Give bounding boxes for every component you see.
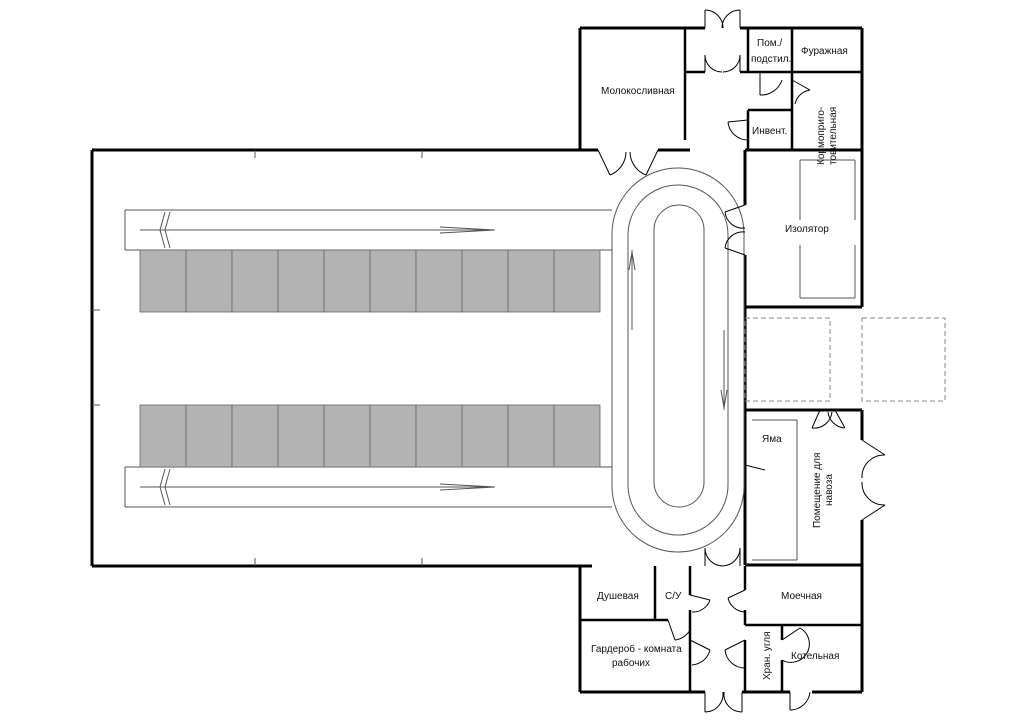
stall-1-1 bbox=[139, 249, 187, 313]
room-wardrobe-label: Гардероб - комната bbox=[591, 643, 682, 655]
door-top-entrance bbox=[704, 9, 724, 29]
room-manure-label-2: навоза bbox=[824, 474, 835, 506]
room-isolator-label: Изолятор bbox=[785, 224, 829, 235]
door-milk-room bbox=[597, 149, 627, 176]
stall-2-1 bbox=[139, 404, 187, 468]
stall-2-9 bbox=[507, 404, 555, 468]
stall-1-9 bbox=[507, 249, 555, 313]
stall-1-7 bbox=[415, 249, 463, 313]
stall-row-bottom bbox=[139, 404, 601, 468]
stall-2-2 bbox=[185, 404, 233, 468]
outer-walls bbox=[90, 26, 864, 694]
stall-2-10 bbox=[553, 404, 601, 468]
stall-2-8 bbox=[461, 404, 509, 468]
room-pit-label: Яма bbox=[762, 434, 782, 445]
room-shower-label: Душевая bbox=[597, 591, 639, 602]
stall-1-8 bbox=[461, 249, 509, 313]
interior-walls bbox=[580, 28, 862, 692]
dashed-outline bbox=[744, 317, 946, 402]
room-wardrobe-label-2: рабочих bbox=[612, 657, 650, 669]
room-fodder-label: Фуражная bbox=[801, 46, 848, 57]
room-inventory-label: Инвент. bbox=[752, 126, 787, 137]
room-litter-label: Пом./ bbox=[757, 38, 782, 49]
stall-2-5 bbox=[323, 404, 371, 468]
room-feedprep-label: Кормоприго- bbox=[816, 107, 827, 165]
room-wc-label: С/У bbox=[665, 591, 682, 602]
stall-1-3 bbox=[231, 249, 279, 313]
thin-lines bbox=[92, 150, 856, 566]
room-boiler-label: Котельная bbox=[791, 651, 839, 662]
doors bbox=[597, 9, 886, 713]
stall-2-3 bbox=[231, 404, 279, 468]
stall-1-10 bbox=[553, 249, 601, 313]
loop-conveyor bbox=[611, 167, 745, 553]
room-manure-label: Помещение для bbox=[812, 453, 823, 528]
stall-2-7 bbox=[415, 404, 463, 468]
stall-1-5 bbox=[323, 249, 371, 313]
room-feedprep-label-2: товительная bbox=[828, 107, 839, 165]
stall-1-2 bbox=[185, 249, 233, 313]
stall-2-6 bbox=[369, 404, 417, 468]
stall-row-top bbox=[139, 249, 601, 313]
room-coal-label: Хран. угля bbox=[762, 631, 773, 680]
room-washing-label: Моечная bbox=[781, 591, 822, 602]
stall-1-4 bbox=[277, 249, 325, 313]
room-litter-label-2: подстил. bbox=[751, 54, 791, 65]
stall-2-4 bbox=[277, 404, 325, 468]
stall-1-6 bbox=[369, 249, 417, 313]
room-milk-label: Молокосливная bbox=[601, 86, 675, 97]
